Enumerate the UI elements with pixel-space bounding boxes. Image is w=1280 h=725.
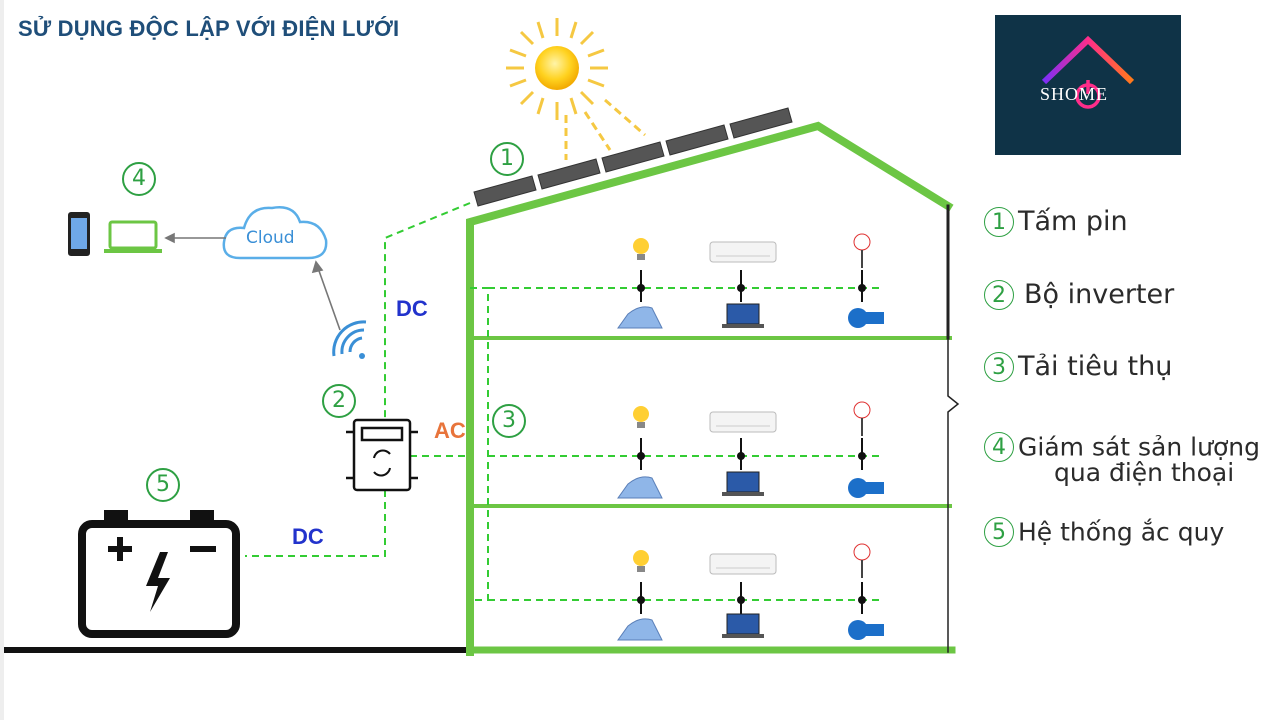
air-conditioner-icon xyxy=(709,553,777,575)
laptop-icon xyxy=(104,220,162,253)
house-outline xyxy=(466,121,960,656)
dc-label-bottom: DC xyxy=(292,524,324,549)
marker-5: 5 xyxy=(146,468,180,502)
marker-1: 1 xyxy=(490,142,524,176)
fan-icon xyxy=(853,401,871,436)
logo-text: SHOME xyxy=(1040,84,1140,105)
marker-3: 3 xyxy=(492,404,526,438)
legend-subtext: qua điện thoại xyxy=(1054,458,1235,487)
water-pump-icon xyxy=(848,620,884,640)
iron-icon xyxy=(617,618,663,641)
bulb-icon xyxy=(633,238,649,260)
battery-icon xyxy=(78,510,240,638)
phone-icon xyxy=(68,212,90,256)
water-pump-icon xyxy=(848,478,884,498)
iron-icon xyxy=(617,306,663,329)
legend-number: 5 xyxy=(984,517,1014,547)
page-title: SỬ DỤNG ĐỘC LẬP VỚI ĐIỆN LƯỚI xyxy=(18,16,400,41)
laptop-icon xyxy=(722,303,764,328)
wiring xyxy=(245,202,882,601)
legend-text: Bộ inverter xyxy=(1024,279,1175,310)
loads-floor-2 xyxy=(617,401,884,499)
legend-number: 1 xyxy=(984,206,1014,237)
marker-4: 4 xyxy=(122,162,156,196)
legend-text: Tải tiêu thụ xyxy=(1018,351,1173,382)
fan-icon xyxy=(853,233,871,268)
sun-icon xyxy=(506,18,646,160)
ac-label: AC xyxy=(434,418,466,443)
legend-number: 2 xyxy=(984,279,1014,310)
air-conditioner-icon xyxy=(709,241,777,263)
iron-icon xyxy=(617,476,663,499)
inverter-icon xyxy=(346,418,418,492)
air-conditioner-icon xyxy=(709,411,777,433)
wifi-icon xyxy=(332,320,367,359)
solar-panel-icon xyxy=(473,107,793,207)
marker-2: 2 xyxy=(322,384,356,418)
loads-floor-3 xyxy=(617,543,884,641)
logo-label: SHOME xyxy=(1040,84,1109,104)
legend-item-2: 2 Bộ inverter xyxy=(984,279,1274,310)
cloud-label: Cloud xyxy=(246,228,295,248)
logo-icon xyxy=(995,15,1181,155)
laptop-icon xyxy=(722,613,764,638)
bulb-icon xyxy=(633,550,649,572)
bulb-icon xyxy=(633,406,649,428)
legend-text: Hệ thống ắc quy xyxy=(1018,517,1225,547)
ground-line xyxy=(0,0,470,720)
legend-text: Tấm pin xyxy=(1018,206,1128,237)
dc-label-top: DC xyxy=(396,296,428,321)
legend-number: 4 xyxy=(984,432,1014,462)
cloud-icon xyxy=(222,206,328,260)
water-pump-icon xyxy=(848,308,884,328)
legend-text: Giám sát sản lượng xyxy=(1018,432,1260,462)
laptop-icon xyxy=(722,471,764,496)
connection-arrows xyxy=(164,232,341,331)
legend-number: 3 xyxy=(984,351,1014,382)
fan-icon xyxy=(853,543,871,578)
loads-floor-1 xyxy=(617,233,884,329)
